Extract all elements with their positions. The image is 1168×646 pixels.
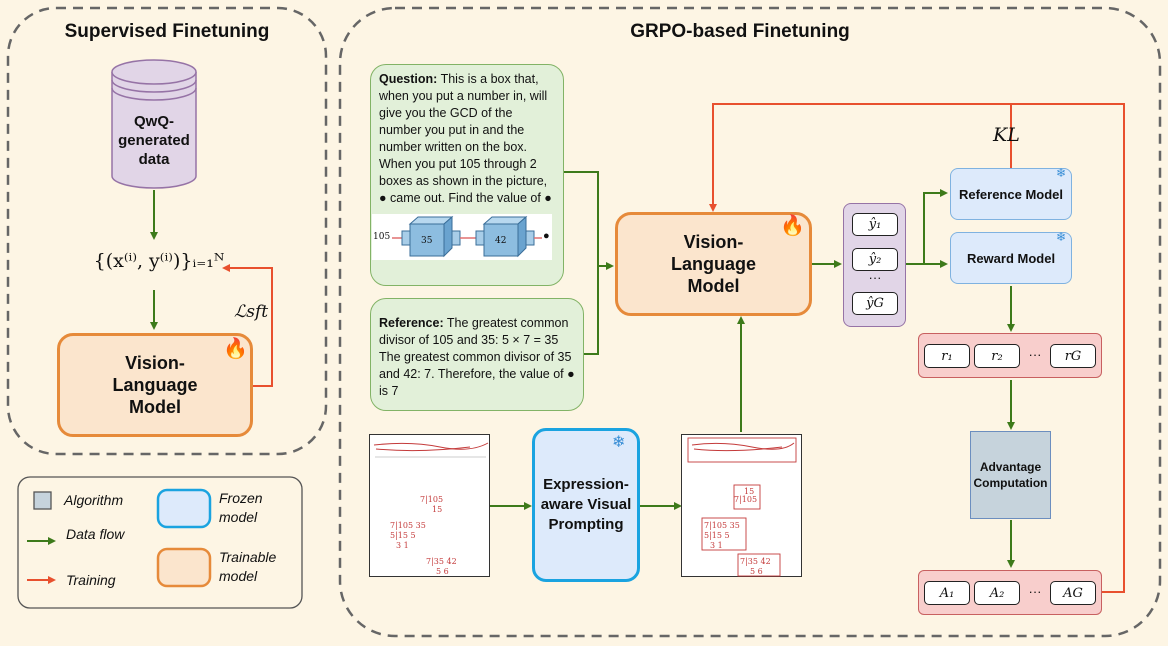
arrow-sft-training [222,264,273,387]
hw-line-3: 5|15 5 [704,531,730,540]
reference-label: Reference: [379,316,444,330]
hw-line-3: 5|15 5 [390,531,416,540]
figure-output-dot: ● [543,230,550,242]
hw-line-2: 7|105 35 [704,521,740,530]
dataset-formula: {(x⁽ⁱ⁾, y⁽ⁱ⁾)}ᵢ₌₁ᴺ [93,250,225,272]
legend-algorithm-label: Algorithm [64,492,124,508]
output-y2: ŷ₂ [852,248,898,271]
advantage-computation-box: Advantage Computation [970,431,1051,519]
grpo-vlm-box: Vision-Language Model [615,212,812,316]
grpo-section-border [338,6,1162,638]
reward-r1: r₁ [924,344,970,368]
sft-title: Supervised Finetuning [64,21,270,42]
output-ellipsis: ··· [868,270,882,285]
legend-box [17,476,303,609]
legend-data-flow-label: Data flow [66,526,125,542]
legend-training-label: Training [66,572,116,588]
legend-trainable-swatch [156,547,212,588]
snowflake-icon: ❄ [1056,230,1067,244]
output-y1: ŷ₁ [852,213,898,236]
figure-box-35: 35 [421,236,433,246]
question-text: This is a box that, when you put a numbe… [379,72,552,205]
output-yG: ŷG [852,292,898,315]
advantage-A2: A₂ [974,581,1020,605]
reference-model-label: Reference Model [958,186,1064,202]
hw-line-3b: 3 1 [396,541,409,550]
prompting-box: Expression-aware Visual Prompting [532,428,640,582]
arrow-question-to-vlm [563,171,614,270]
hw-line-4b: 5 6 [436,567,449,576]
database-cylinder [111,59,197,189]
hw-line-1b: 15 [744,487,755,496]
sft-section-border [6,6,328,456]
reward-r2: r₂ [974,344,1020,368]
input-scribble [373,442,489,458]
arrow-outputs-to-reference [906,189,948,265]
gcd-box-figure: 105 35 42 ● [372,214,552,260]
prompting-label: Expression-aware Visual Prompting [540,476,632,533]
reward-model-label: Reward Model [966,250,1056,266]
figure-box-42: 42 [495,236,507,246]
prompted-handwritten-image: 7|105 15 7|105 35 5|15 5 3 1 7|35 42 5 6 [681,434,802,577]
fire-icon: 🔥 [223,338,248,360]
database-label: QwQ-generated data [118,113,190,168]
snowflake-icon: ❄ [1056,166,1067,180]
grpo-title: GRPO-based Finetuning [630,21,850,42]
sft-loss-label: ℒsft [234,302,269,322]
arrow-reference-to-vlm [583,266,599,355]
hw-line-4b: 5 6 [750,567,763,576]
hw-line-1: 7|105 [420,495,444,504]
reference-card: Reference: The greatest common divisor o… [370,298,584,411]
sft-vlm-label: Vision-Language Model [112,353,198,417]
kl-label: KL [993,124,1020,146]
input-handwritten-image: 7|105 15 7|105 35 5|15 5 3 1 7|35 42 5 6 [369,434,490,577]
advantage-ellipsis: ··· [1028,584,1042,599]
fire-icon: 🔥 [780,215,805,237]
reference-model-box: Reference Model [950,168,1072,220]
arrow-grpo-training [709,103,1125,593]
hw-line-2: 7|105 35 [390,521,426,530]
hw-line-3b: 3 1 [710,541,723,550]
snowflake-icon: ❄ [612,434,626,451]
legend-algorithm-swatch [33,491,52,510]
advantage-A1: A₁ [924,581,970,605]
legend-frozen-swatch [156,488,212,529]
hw-line-1b: 15 [432,505,443,514]
figure-input-105: 105 [373,232,391,242]
advantage-AG: AG [1050,581,1096,605]
hw-line-4: 7|35 42 [740,557,771,566]
sft-vlm-box: Vision-Language Model [57,333,253,437]
reward-ellipsis: ··· [1028,347,1042,362]
gcd-box-illustration [392,215,542,258]
prompted-scribble [687,437,797,577]
grpo-vlm-label: Vision-Language Model [670,232,756,296]
reference-text: The greatest common divisor of 105 and 3… [379,316,575,398]
hw-line-1: 7|105 [734,495,758,504]
reward-model-box: Reward Model [950,232,1072,284]
reward-rG: rG [1050,344,1096,368]
question-label: Question: [379,72,438,86]
hw-line-4: 7|35 42 [426,557,457,566]
legend-frozen-label: Frozen model [219,490,263,525]
advantage-computation-label: Advantage Computation [973,460,1048,490]
legend-trainable-label: Trainable model [219,549,277,584]
